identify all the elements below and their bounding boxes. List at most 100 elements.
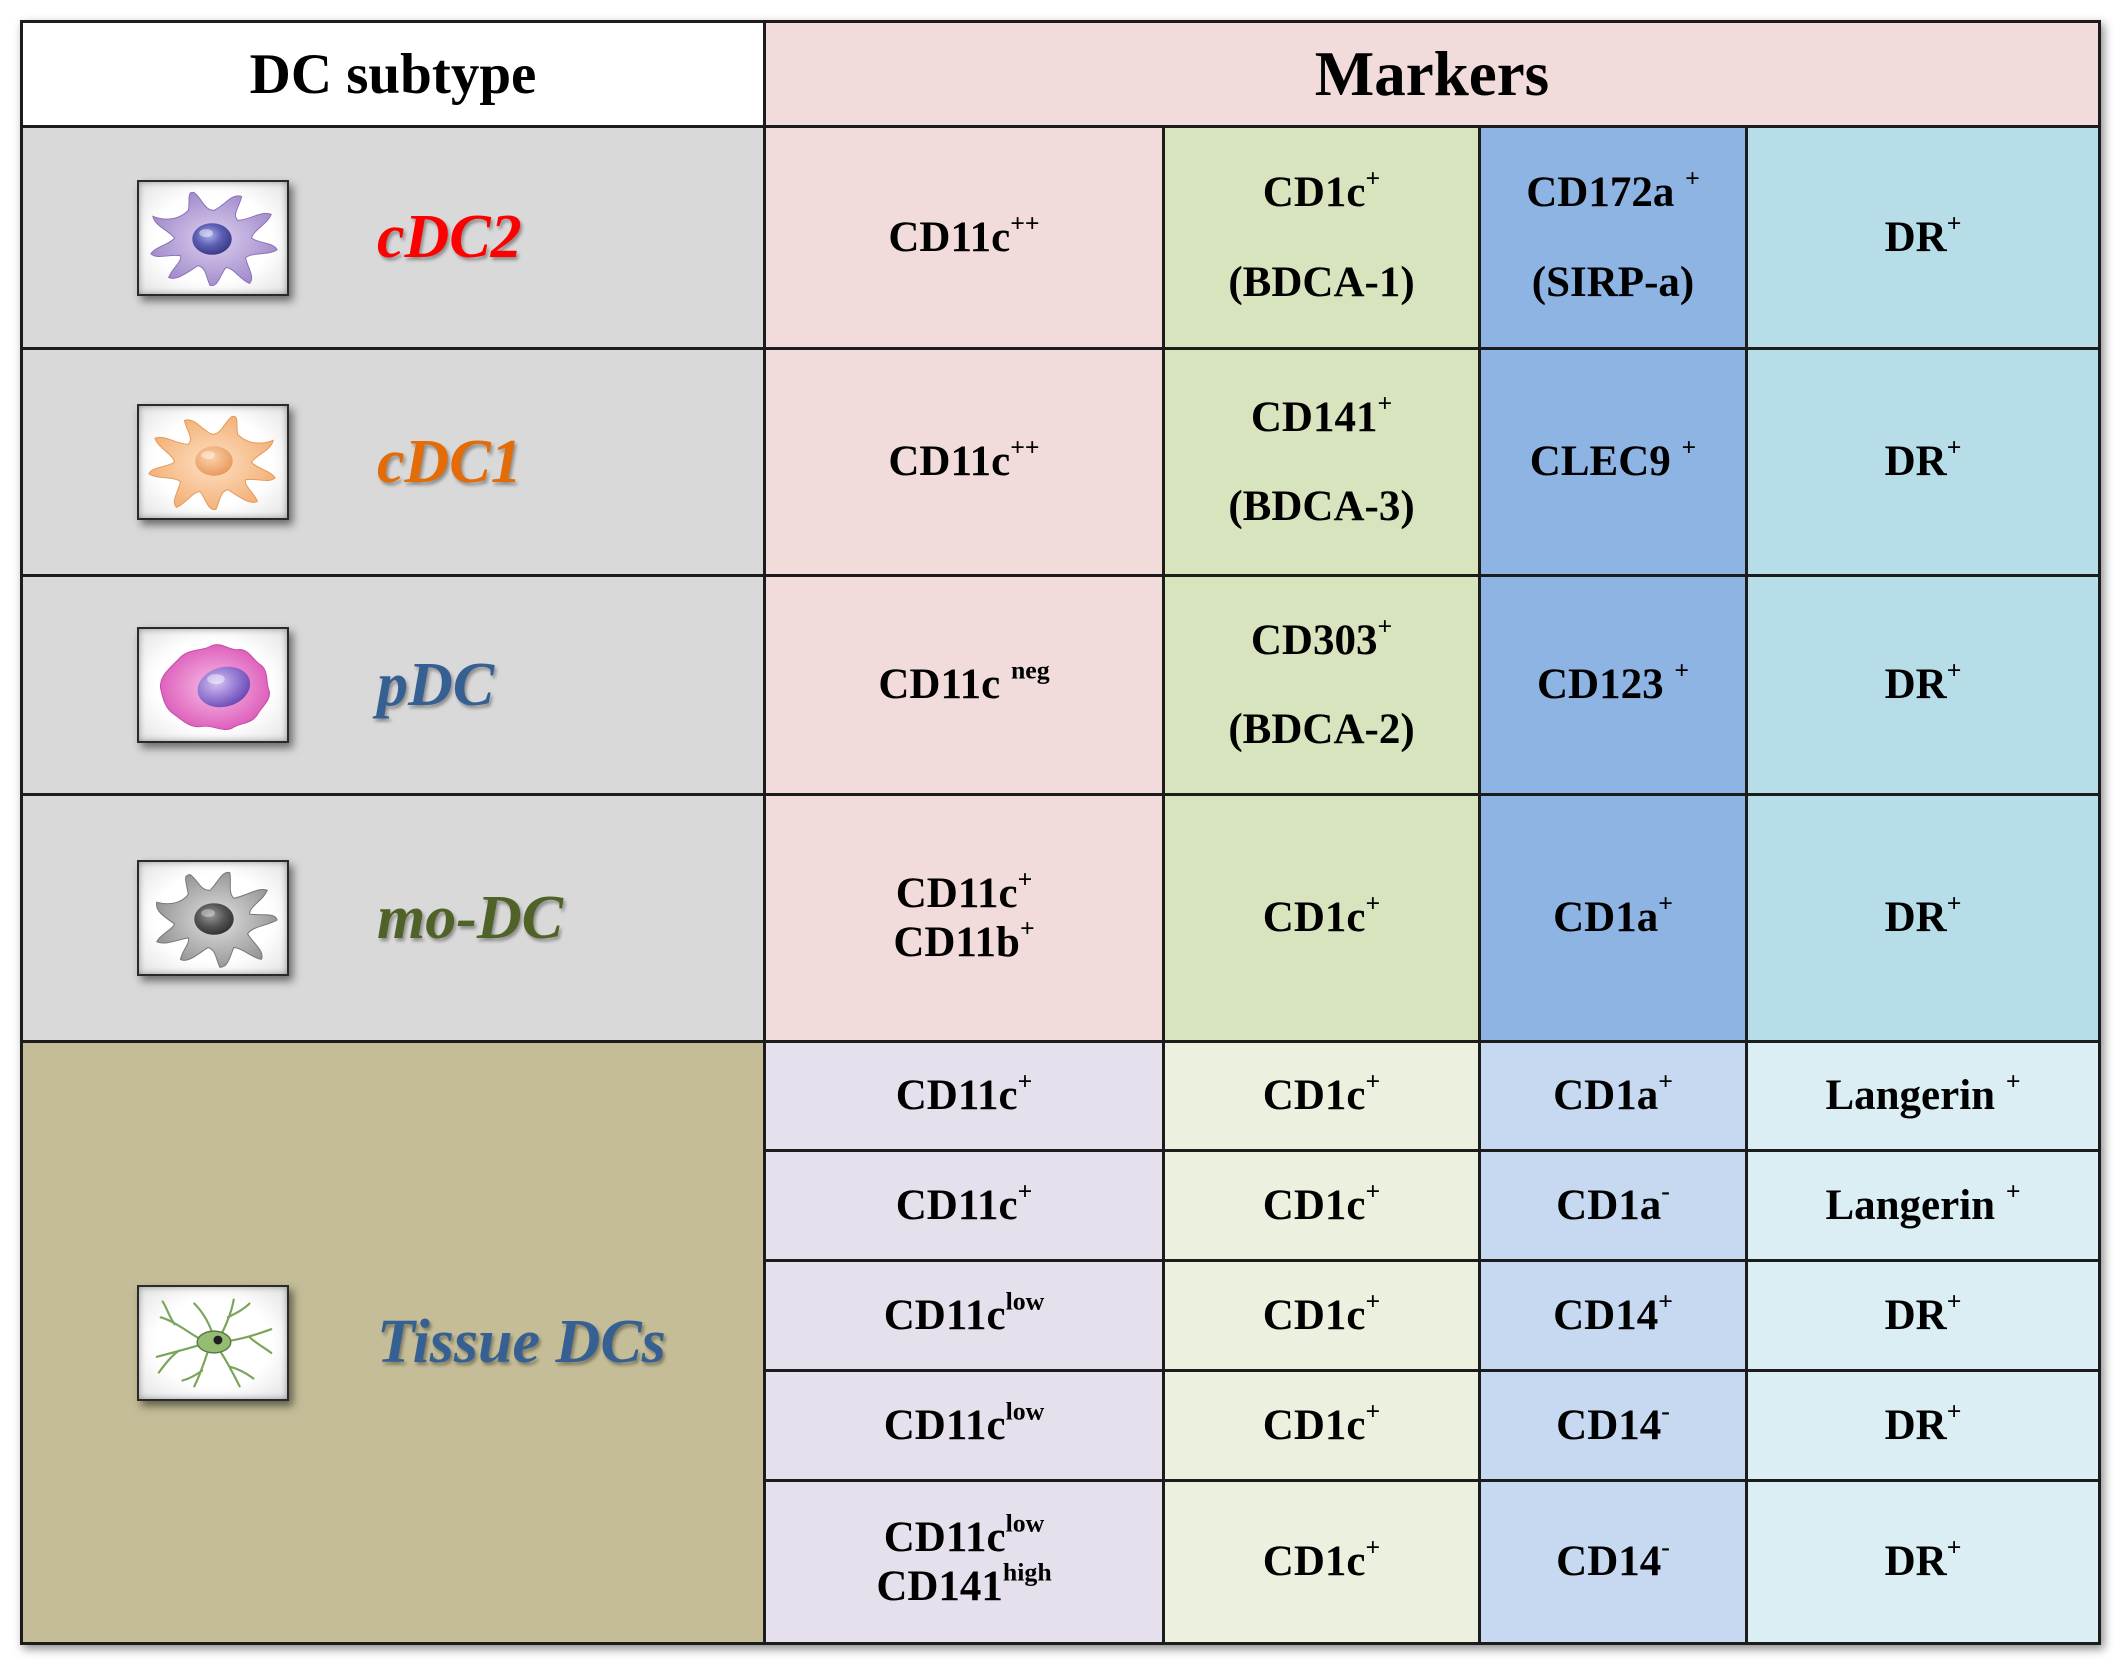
marker-text: CD1a	[1553, 894, 1659, 942]
marker-line: CD11b+	[893, 915, 1034, 967]
marker-cell-mo-dc-col3: CD1a+	[1481, 796, 1745, 1040]
marker-superscript: +	[1377, 388, 1393, 418]
marker-superscript: +	[1681, 432, 1697, 462]
green-tissue-dendritic-cell-icon	[137, 1284, 289, 1401]
marker-line: DR+	[1884, 210, 1962, 262]
marker-superscript: +	[1946, 1286, 1962, 1316]
marker-superscript: +	[1674, 655, 1690, 685]
subtype-name-pdc: pDC	[377, 650, 495, 719]
marker-cell-mo-dc-col2: CD1c+	[1165, 796, 1478, 1040]
marker-line: CD1c+	[1263, 1535, 1380, 1586]
marker-line: CD11clow	[884, 1288, 1045, 1340]
marker-line: (BDCA-3)	[1228, 482, 1414, 531]
marker-line: DR+	[1885, 1288, 1962, 1340]
marker-line: CD303+	[1250, 613, 1392, 665]
marker-line: CD11c+	[896, 866, 1033, 918]
subtype-cell-pdc: pDC	[23, 577, 763, 793]
marker-superscript: +	[1017, 864, 1033, 894]
marker-cell-tissue-dcs-row2-col2: CD1c+	[1165, 1152, 1478, 1259]
marker-superscript: +	[1685, 163, 1700, 193]
marker-cell-tissue-dcs-row1-col4: Langerin +	[1748, 1043, 2098, 1149]
marker-cell-mo-dc-col4: DR+	[1748, 796, 2098, 1040]
marker-cell-cdc1-col4: DR+	[1748, 350, 2098, 574]
marker-superscript: +	[1017, 1176, 1033, 1206]
marker-cell-tissue-dcs-row3-col1: CD11clow	[766, 1262, 1162, 1369]
marker-text: CD1c	[1262, 1291, 1366, 1339]
marker-text: CD11c	[883, 1513, 1006, 1561]
marker-superscript: +	[1658, 1066, 1673, 1096]
marker-superscript: +	[2005, 1066, 2021, 1096]
marker-text: CD11c	[895, 1072, 1018, 1120]
marker-text: DR	[1884, 1538, 1947, 1586]
marker-text: CD1a	[1553, 1072, 1659, 1120]
marker-superscript: +	[1365, 888, 1381, 918]
marker-superscript: +	[1365, 1396, 1381, 1426]
marker-line: CD11clow	[883, 1398, 1045, 1450]
marker-text: CD11c	[883, 1401, 1006, 1449]
marker-superscript: -	[1661, 1176, 1670, 1206]
marker-text: Langerin	[1825, 1072, 2006, 1120]
marker-superscript: low	[1005, 1396, 1045, 1426]
marker-text: CD141	[876, 1563, 1003, 1610]
marker-text: (SIRP-a)	[1531, 258, 1695, 306]
marker-superscript: high	[1002, 1557, 1052, 1587]
marker-text: CD1a	[1556, 1181, 1662, 1229]
header-markers: Markers	[766, 23, 2098, 125]
marker-superscript: +	[1658, 888, 1673, 918]
purple-dendritic-cell-icon	[137, 179, 289, 296]
marker-text: DR	[1884, 213, 1947, 261]
marker-superscript: ++	[1010, 432, 1040, 462]
marker-cell-tissue-dcs-row3-col3: CD14+	[1481, 1262, 1745, 1369]
subtype-cell-mo-dc: mo-DC	[23, 796, 763, 1040]
marker-line: CD14-	[1556, 1535, 1670, 1586]
marker-line: CD1a+	[1553, 891, 1673, 942]
marker-cell-tissue-dcs-row1-col3: CD1a+	[1481, 1043, 1745, 1149]
marker-line: CD11clow	[883, 1510, 1045, 1562]
marker-line: (BDCA-1)	[1228, 258, 1414, 307]
marker-text: CD11c	[878, 661, 1011, 709]
marker-cell-tissue-dcs-row5-col4: DR+	[1748, 1482, 2098, 1642]
marker-superscript: +	[1365, 163, 1381, 193]
marker-line: DR+	[1885, 435, 1962, 486]
marker-text: DR	[1884, 661, 1947, 709]
marker-text: (BDCA-2)	[1228, 706, 1415, 753]
marker-cell-tissue-dcs-row2-col4: Langerin +	[1748, 1152, 2098, 1259]
marker-line: Langerin +	[1825, 1069, 2020, 1120]
pink-plasmacytoid-cell-icon	[137, 627, 289, 743]
marker-cell-tissue-dcs-row5-col2: CD1c+	[1165, 1482, 1478, 1642]
marker-line: CD1a+	[1553, 1069, 1673, 1120]
marker-cell-cdc2-col3: CD172a + (SIRP-a)	[1481, 128, 1745, 347]
subtype-name-mo-dc: mo-DC	[377, 883, 563, 952]
header-markers-label: Markers	[1314, 38, 1550, 109]
subtype-name-cdc2: cDC2	[377, 203, 522, 271]
marker-superscript: -	[1661, 1532, 1670, 1562]
marker-line: CD11c+	[895, 1069, 1033, 1120]
marker-superscript: +	[1658, 1286, 1673, 1316]
marker-cell-cdc1-col2: CD141+(BDCA-3)	[1165, 350, 1478, 574]
marker-line: CD11c++	[888, 435, 1039, 486]
marker-superscript: +	[1365, 1176, 1381, 1206]
marker-line: CD1c+	[1263, 891, 1380, 942]
marker-cell-pdc-col3: CD123 +	[1481, 577, 1745, 793]
subtype-name-tissue-dcs: Tissue DCs	[377, 1308, 666, 1376]
marker-cell-cdc2-col4: DR+	[1748, 128, 2098, 347]
marker-line: CD1c+	[1263, 1069, 1380, 1120]
marker-cell-tissue-dcs-row4-col4: DR+	[1748, 1372, 2098, 1479]
marker-line: CD1a-	[1556, 1178, 1670, 1230]
marker-text: CD172a	[1526, 169, 1686, 217]
marker-text: CD1c	[1262, 1401, 1366, 1449]
marker-line: Langerin +	[1825, 1178, 2020, 1230]
marker-cell-cdc2-col1: CD11c++	[766, 128, 1162, 347]
marker-cell-tissue-dcs-row4-col2: CD1c+	[1165, 1372, 1478, 1479]
marker-text: CD303	[1250, 616, 1378, 664]
marker-line: DR+	[1884, 658, 1962, 709]
dc-markers-table: DC subtype Markers	[20, 20, 2101, 1645]
marker-superscript: +	[2005, 1176, 2021, 1206]
marker-text: Langerin	[1825, 1181, 2006, 1229]
marker-line: DR+	[1885, 891, 1962, 942]
marker-superscript: +	[1946, 1532, 1962, 1562]
marker-cell-tissue-dcs-row2-col1: CD11c+	[766, 1152, 1162, 1259]
marker-superscript: +	[1946, 655, 1962, 685]
marker-superscript: low	[1005, 1508, 1045, 1538]
